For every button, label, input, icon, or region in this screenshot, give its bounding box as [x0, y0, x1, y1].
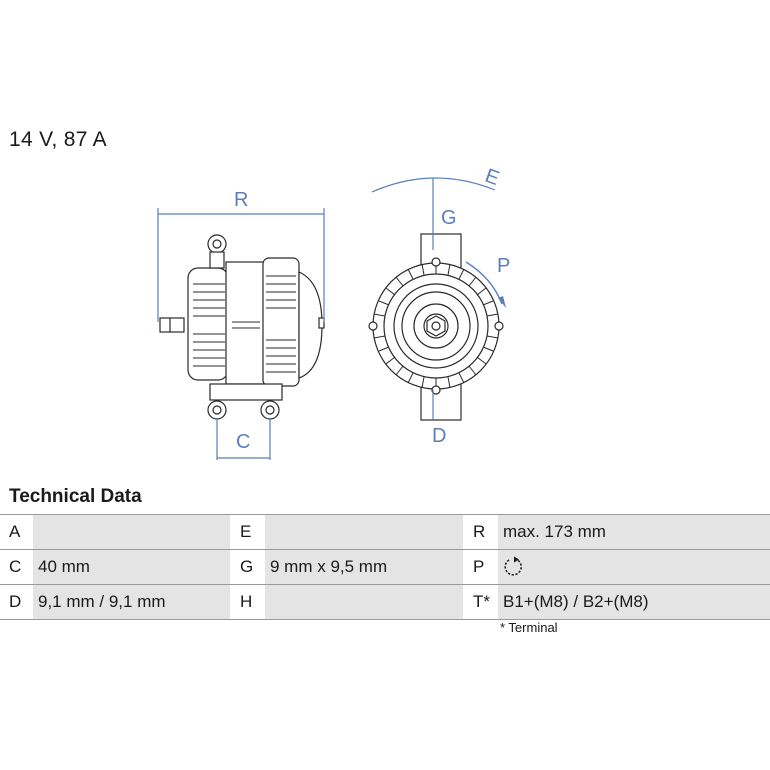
- value-p: [498, 549, 770, 585]
- value-c: 40 mm: [33, 549, 230, 585]
- table-row: D 9,1 mm / 9,1 mm H T* B1+(M8) / B2+(M8): [0, 584, 770, 620]
- value-r: max. 173 mm: [498, 514, 770, 550]
- dimension-label-e: E: [482, 165, 502, 190]
- technical-data-table: A E R max. 173 mm C 40 mm G 9 mm x 9,5 m…: [0, 514, 770, 620]
- key-t: T*: [463, 584, 498, 620]
- table-row: A E R max. 173 mm: [0, 514, 770, 550]
- key-e: E: [230, 514, 265, 550]
- product-rating-heading: 14 V, 87 A: [9, 128, 107, 151]
- alternator-drawing: R C: [157, 165, 510, 460]
- clockwise-rotation-icon: [504, 556, 522, 576]
- value-a: [33, 514, 230, 550]
- key-a: A: [0, 514, 33, 550]
- dimension-label-p: P: [497, 255, 510, 277]
- dimension-r: [157, 208, 325, 322]
- dimension-e-arc: [371, 177, 496, 193]
- value-e: [265, 514, 463, 550]
- dimension-label-c: C: [236, 431, 250, 453]
- value-g: 9 mm x 9,5 mm: [265, 549, 463, 585]
- value-d: 9,1 mm / 9,1 mm: [33, 584, 230, 620]
- key-g: G: [230, 549, 265, 585]
- dimension-c: [216, 418, 271, 460]
- key-p: P: [463, 549, 498, 585]
- alternator-side-view: [159, 234, 325, 420]
- dimension-label-d: D: [432, 425, 446, 447]
- key-c: C: [0, 549, 33, 585]
- table-row: C 40 mm G 9 mm x 9,5 mm P: [0, 549, 770, 585]
- terminal-footnote: * Terminal: [500, 620, 558, 635]
- key-h: H: [230, 584, 265, 620]
- value-t: B1+(M8) / B2+(M8): [498, 584, 770, 620]
- dimension-label-r: R: [234, 189, 248, 211]
- value-h: [265, 584, 463, 620]
- key-d: D: [0, 584, 33, 620]
- technical-data-title: Technical Data: [9, 486, 142, 507]
- key-r: R: [463, 514, 498, 550]
- alternator-front-view: [368, 233, 504, 421]
- dimension-label-g: G: [441, 207, 457, 229]
